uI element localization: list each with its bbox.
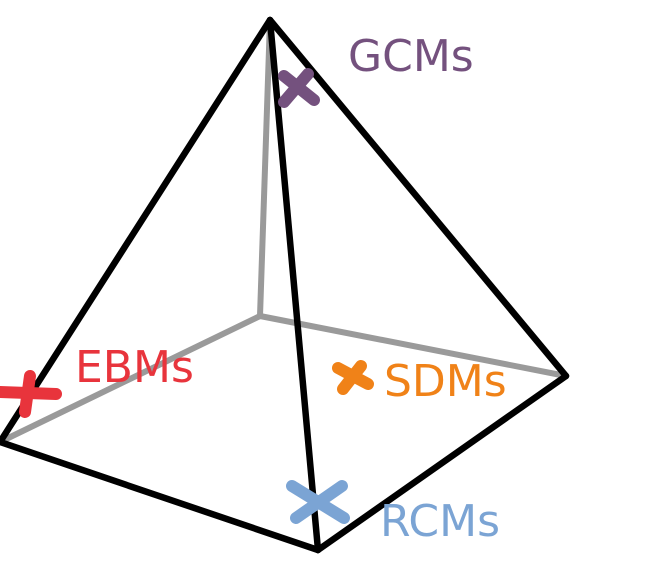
edge-front-right [314,372,570,554]
edge-apex-front [266,16,322,554]
sdm-label: SDMs [384,356,507,407]
hidden-edge-back-right [257,313,569,379]
hidden-edge-back-left [0,313,263,445]
rcm-label: RCMs [380,496,500,547]
hidden-edges [0,17,569,445]
visible-edges [0,16,570,554]
edge-left-front [0,438,322,554]
edge-apex-right [266,16,570,380]
gcm-cross-icon [278,68,320,108]
edge-apex-left [0,16,274,446]
gcm-label: GCMs [348,31,474,82]
ebm-label: EBMs [75,342,194,393]
sdm-cross-icon [332,360,374,395]
rcm-marker: RCMs [286,480,500,547]
hidden-edge-apex-back [257,17,273,319]
ebm-cross-icon [0,370,62,418]
ebm-marker: EBMs [0,342,194,418]
rcm-cross-icon [286,480,350,524]
gcm-marker: GCMs [278,31,474,108]
sdm-marker: SDMs [332,356,507,407]
